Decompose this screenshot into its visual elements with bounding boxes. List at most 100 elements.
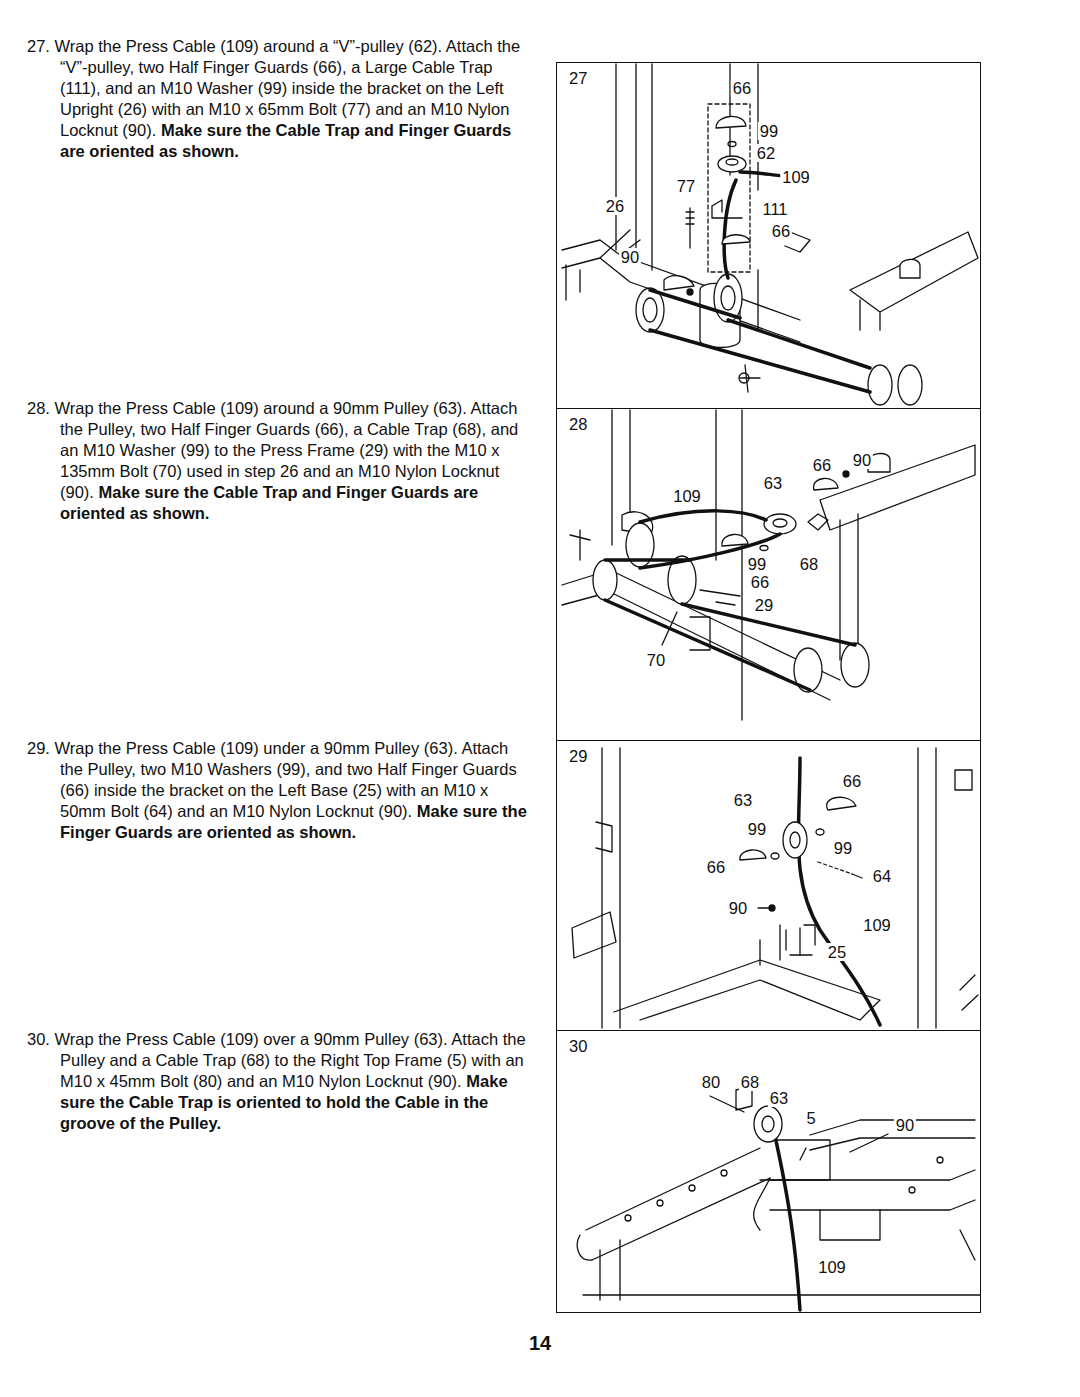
callout-number: 66 [811, 456, 833, 474]
step-number: 29 [567, 747, 589, 765]
callout-number: 25 [826, 943, 848, 961]
callout-number: 66 [749, 573, 771, 591]
callout-number: 66 [731, 79, 753, 97]
illustration-stroke [726, 159, 738, 165]
illustration-stroke [850, 232, 978, 330]
illustration-stroke [657, 1200, 663, 1206]
illustration-stroke [602, 748, 936, 1028]
illustration-stroke [762, 1116, 774, 1132]
illustration-stroke [583, 1294, 980, 1295]
step-27-illustration [562, 64, 978, 405]
illustration-stroke [818, 862, 852, 874]
illustration-stroke [640, 511, 766, 522]
callout-number: 90 [894, 1116, 916, 1134]
illustration-stroke [572, 822, 616, 958]
callout-number: 5 [804, 1109, 817, 1127]
callout-number: 63 [762, 474, 784, 492]
callout-number: 80 [700, 1073, 722, 1091]
callout-number: 62 [755, 144, 777, 162]
callout-number: 90 [619, 248, 641, 266]
illustration-stroke [900, 259, 920, 278]
caution-note: Make sure the Cable Trap and Finger Guar… [60, 483, 478, 522]
illustration-stroke [783, 822, 807, 858]
illustration-stroke [814, 478, 838, 490]
illustration-stroke [827, 797, 856, 810]
illustration-stroke [760, 925, 812, 965]
illustration-stroke [820, 445, 975, 660]
callout-number: 77 [675, 177, 697, 195]
step-number: 27 [567, 69, 589, 87]
step-number: 28 [567, 415, 589, 433]
callout-number: 63 [768, 1089, 790, 1107]
callout-number: 29 [753, 596, 775, 614]
callout-number: 70 [645, 651, 667, 669]
illustration-stroke [612, 410, 742, 720]
illustration-stroke [740, 365, 760, 392]
illustration-stroke [739, 373, 749, 383]
illustration-stroke [614, 960, 880, 1020]
callout-number: 99 [746, 555, 768, 573]
callout-number: 68 [739, 1073, 761, 1091]
page-number: 14 [529, 1332, 551, 1355]
illustration-stroke [898, 365, 922, 405]
instruction-paragraph: 30. Wrap the Press Cable (109) over a 90… [27, 1029, 527, 1134]
illustration-stroke [804, 925, 815, 945]
illustration-stroke [577, 1148, 770, 1260]
illustration-stroke [960, 975, 978, 1010]
callout-number: 90 [851, 451, 873, 469]
step-panel: 29 [556, 740, 981, 1031]
illustration-stroke [955, 770, 972, 790]
callout-number: 64 [871, 867, 893, 885]
instruction-paragraph: 28. Wrap the Press Cable (109) around a … [27, 398, 527, 524]
illustration-stroke [760, 1170, 975, 1210]
illustration-stroke [786, 928, 800, 955]
callout-number: 66 [705, 858, 727, 876]
illustration-stroke [816, 829, 824, 835]
illustration-stroke [798, 758, 880, 1025]
illustration-stroke [841, 643, 869, 687]
illustration-stroke [721, 286, 735, 310]
illustration-stroke [605, 560, 855, 690]
illustration-stroke [722, 235, 750, 244]
callout-number: 63 [732, 791, 754, 809]
illustration-stroke [718, 156, 746, 172]
illustration-stroke [760, 546, 768, 551]
illustration-stroke [664, 276, 694, 290]
callout-number: 66 [841, 772, 863, 790]
illustration-stroke [770, 1114, 800, 1310]
illustration-stroke [758, 907, 770, 908]
callout-number: 99 [832, 839, 854, 857]
illustration-stroke [686, 208, 694, 248]
callout-number: 111 [760, 200, 789, 218]
step-29-illustration [572, 748, 978, 1028]
illustration-stroke [625, 1215, 631, 1221]
callout-number: 109 [816, 1258, 848, 1276]
illustration-stroke [643, 298, 657, 322]
illustration-stroke [868, 365, 892, 405]
illustration-stroke [769, 905, 775, 911]
illustration-stroke [820, 1210, 880, 1240]
step-panel: 27 [556, 62, 981, 409]
callout-number: 66 [770, 222, 792, 240]
callout-number: 109 [780, 168, 812, 186]
illustration-stroke [790, 832, 800, 848]
callout-number: 99 [746, 820, 768, 838]
step-panel: 30 [556, 1030, 981, 1313]
step-number: 30 [567, 1037, 589, 1055]
illustration-stroke [593, 560, 617, 600]
step-30-illustration [577, 1086, 980, 1310]
illustration-stroke [771, 853, 779, 859]
instruction-paragraph: 29. Wrap the Press Cable (109) under a 9… [27, 738, 527, 843]
illustration-stroke [810, 1120, 975, 1150]
illustration-stroke [716, 116, 746, 128]
illustration-stroke [708, 104, 750, 272]
callout-number: 26 [604, 197, 626, 215]
illustration-stroke [800, 1134, 888, 1160]
illustration-stroke [600, 1230, 975, 1300]
illustration-stroke [773, 519, 787, 527]
illustration-stroke [616, 64, 652, 270]
illustration-stroke [690, 617, 710, 650]
instruction-text: 30. Wrap the Press Cable (109) over a 90… [27, 1030, 526, 1090]
callout-number: 68 [798, 555, 820, 573]
illustration-stroke [566, 265, 580, 300]
